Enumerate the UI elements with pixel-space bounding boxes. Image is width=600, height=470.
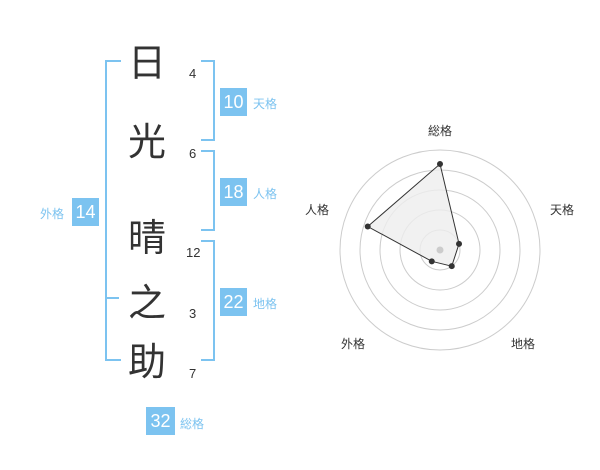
- radar-point-2: [456, 240, 463, 247]
- radar-point-3: [448, 263, 455, 270]
- chikaku-value: 22: [220, 288, 247, 316]
- tenkaku-label: 天格: [253, 97, 278, 111]
- radar-point-5: [364, 223, 371, 230]
- radar-point-1: [437, 161, 443, 167]
- radar-axis-label-gaikaku: 外格: [341, 337, 366, 351]
- soukaku-label: 総格: [180, 417, 205, 431]
- chikaku-label: 地格: [253, 297, 278, 311]
- radar-axis-label-soukaku: 総格: [428, 124, 453, 138]
- radar-ring: [339, 149, 541, 351]
- gaikaku-label: 外格: [40, 207, 65, 221]
- chikaku-bracket: [201, 240, 215, 361]
- gaikaku-value: 14: [72, 198, 99, 226]
- radar-center-dot: [436, 246, 444, 254]
- name-char-4: 之: [127, 281, 166, 325]
- jinkaku-bracket: [201, 150, 215, 231]
- radar-polygon: [366, 163, 460, 267]
- tenkaku-bracket: [201, 60, 215, 141]
- soukaku-value: 32: [146, 407, 175, 435]
- tenkaku-value: 10: [220, 88, 247, 116]
- gaikaku-bracket: [105, 60, 121, 361]
- stroke-count-3: 12: [186, 245, 201, 260]
- radar-axis-label-jinkaku: 人格: [305, 203, 330, 217]
- stroke-count-4: 3: [189, 306, 197, 321]
- name-char-2: 光: [127, 120, 166, 164]
- name-char-1: 日: [127, 41, 166, 85]
- radar-point-4: [428, 258, 435, 265]
- radar-axis-label-chikaku: 地格: [511, 337, 536, 351]
- jinkaku-label: 人格: [253, 187, 278, 201]
- gaikaku-bracket-divider: [105, 297, 119, 299]
- name-char-5: 助: [127, 340, 166, 384]
- stroke-count-2: 6: [189, 146, 197, 161]
- name-char-3: 晴: [127, 216, 166, 260]
- stroke-count-1: 4: [189, 66, 197, 81]
- radar-axis-label-tenkaku: 天格: [550, 203, 575, 217]
- jinkaku-value: 18: [220, 178, 247, 206]
- stroke-count-5: 7: [189, 366, 197, 381]
